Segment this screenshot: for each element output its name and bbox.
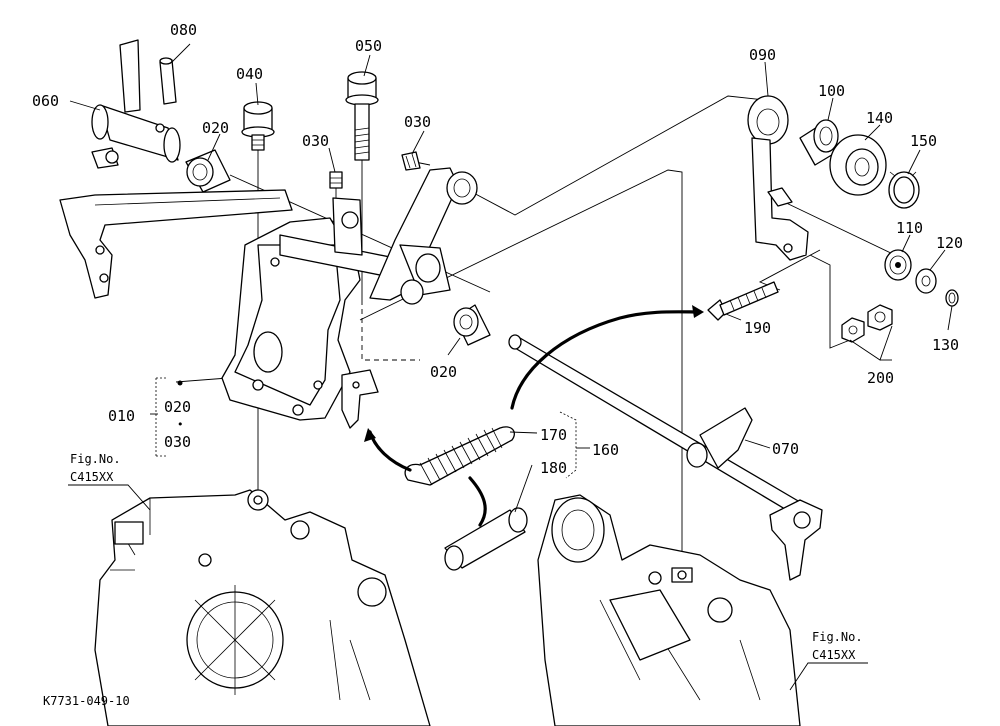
label-060[interactable]: 060 bbox=[32, 92, 59, 110]
fig-ref-left-line1: Fig.No. bbox=[70, 452, 121, 466]
part-020-bushing-top bbox=[185, 149, 231, 193]
part-050-bolt bbox=[345, 71, 379, 161]
part-020-bushing-mid bbox=[453, 304, 491, 346]
fig-ref-left[interactable]: Fig.No. C415XX bbox=[68, 452, 151, 511]
part-090-lever bbox=[747, 95, 809, 261]
callout-leaders bbox=[69, 43, 953, 513]
label-080[interactable]: 080 bbox=[170, 21, 197, 39]
part-130-ring bbox=[945, 289, 959, 307]
drawing-id: K7731-049-10 bbox=[43, 694, 130, 708]
label-020-top[interactable]: 020 bbox=[202, 119, 229, 137]
part-150-snapring bbox=[888, 171, 920, 209]
fig-ref-right[interactable]: Fig.No. C415XX bbox=[789, 630, 868, 691]
label-030-group[interactable]: 030 bbox=[164, 433, 191, 451]
part-100-bushing bbox=[799, 119, 841, 166]
label-150[interactable]: 150 bbox=[910, 132, 937, 150]
label-140[interactable]: 140 bbox=[866, 109, 893, 127]
label-200[interactable]: 200 bbox=[867, 369, 894, 387]
label-190[interactable]: 190 bbox=[744, 319, 771, 337]
part-170-spring bbox=[404, 426, 515, 486]
label-120[interactable]: 120 bbox=[936, 234, 963, 252]
label-040[interactable]: 040 bbox=[236, 65, 263, 83]
part-030-fittings bbox=[329, 151, 421, 189]
transmission-case-left bbox=[94, 489, 431, 726]
label-050[interactable]: 050 bbox=[355, 37, 382, 55]
part-040-bolt bbox=[241, 101, 275, 151]
part-070-shaft bbox=[508, 334, 823, 581]
label-010[interactable]: 010 bbox=[108, 407, 135, 425]
fig-ref-right-line1: Fig.No. bbox=[812, 630, 863, 644]
relation-arrows bbox=[364, 305, 704, 527]
part-140-washer bbox=[829, 134, 887, 196]
label-130[interactable]: 130 bbox=[932, 336, 959, 354]
fig-ref-right-line2: C415XX bbox=[812, 648, 856, 662]
fig-ref-left-line2: C415XX bbox=[70, 470, 114, 484]
part-080-pin bbox=[159, 57, 177, 105]
label-030-left[interactable]: 030 bbox=[302, 132, 329, 150]
label-030-right[interactable]: 030 bbox=[404, 113, 431, 131]
part-060-lever bbox=[91, 39, 181, 169]
label-020-group[interactable]: 020 bbox=[164, 398, 191, 416]
part-010-bracket bbox=[59, 167, 478, 429]
label-110[interactable]: 110 bbox=[896, 219, 923, 237]
label-070[interactable]: 070 bbox=[772, 440, 799, 458]
part-labels: 060 080 020 040 050 030 030 090 100 140 … bbox=[32, 21, 963, 477]
label-170[interactable]: 170 bbox=[540, 426, 567, 444]
part-110-bearing bbox=[884, 249, 912, 281]
part-180-sleeve bbox=[444, 507, 528, 571]
label-180[interactable]: 180 bbox=[540, 459, 567, 477]
label-160[interactable]: 160 bbox=[592, 441, 619, 459]
transmission-case-right bbox=[537, 494, 801, 726]
label-100[interactable]: 100 bbox=[818, 82, 845, 100]
label-090[interactable]: 090 bbox=[749, 46, 776, 64]
part-120-washer bbox=[915, 268, 937, 294]
part-200-nuts bbox=[841, 304, 893, 343]
label-group-dot: • bbox=[177, 418, 184, 431]
part-190-adjuster bbox=[707, 281, 779, 321]
label-020-mid[interactable]: 020 bbox=[430, 363, 457, 381]
